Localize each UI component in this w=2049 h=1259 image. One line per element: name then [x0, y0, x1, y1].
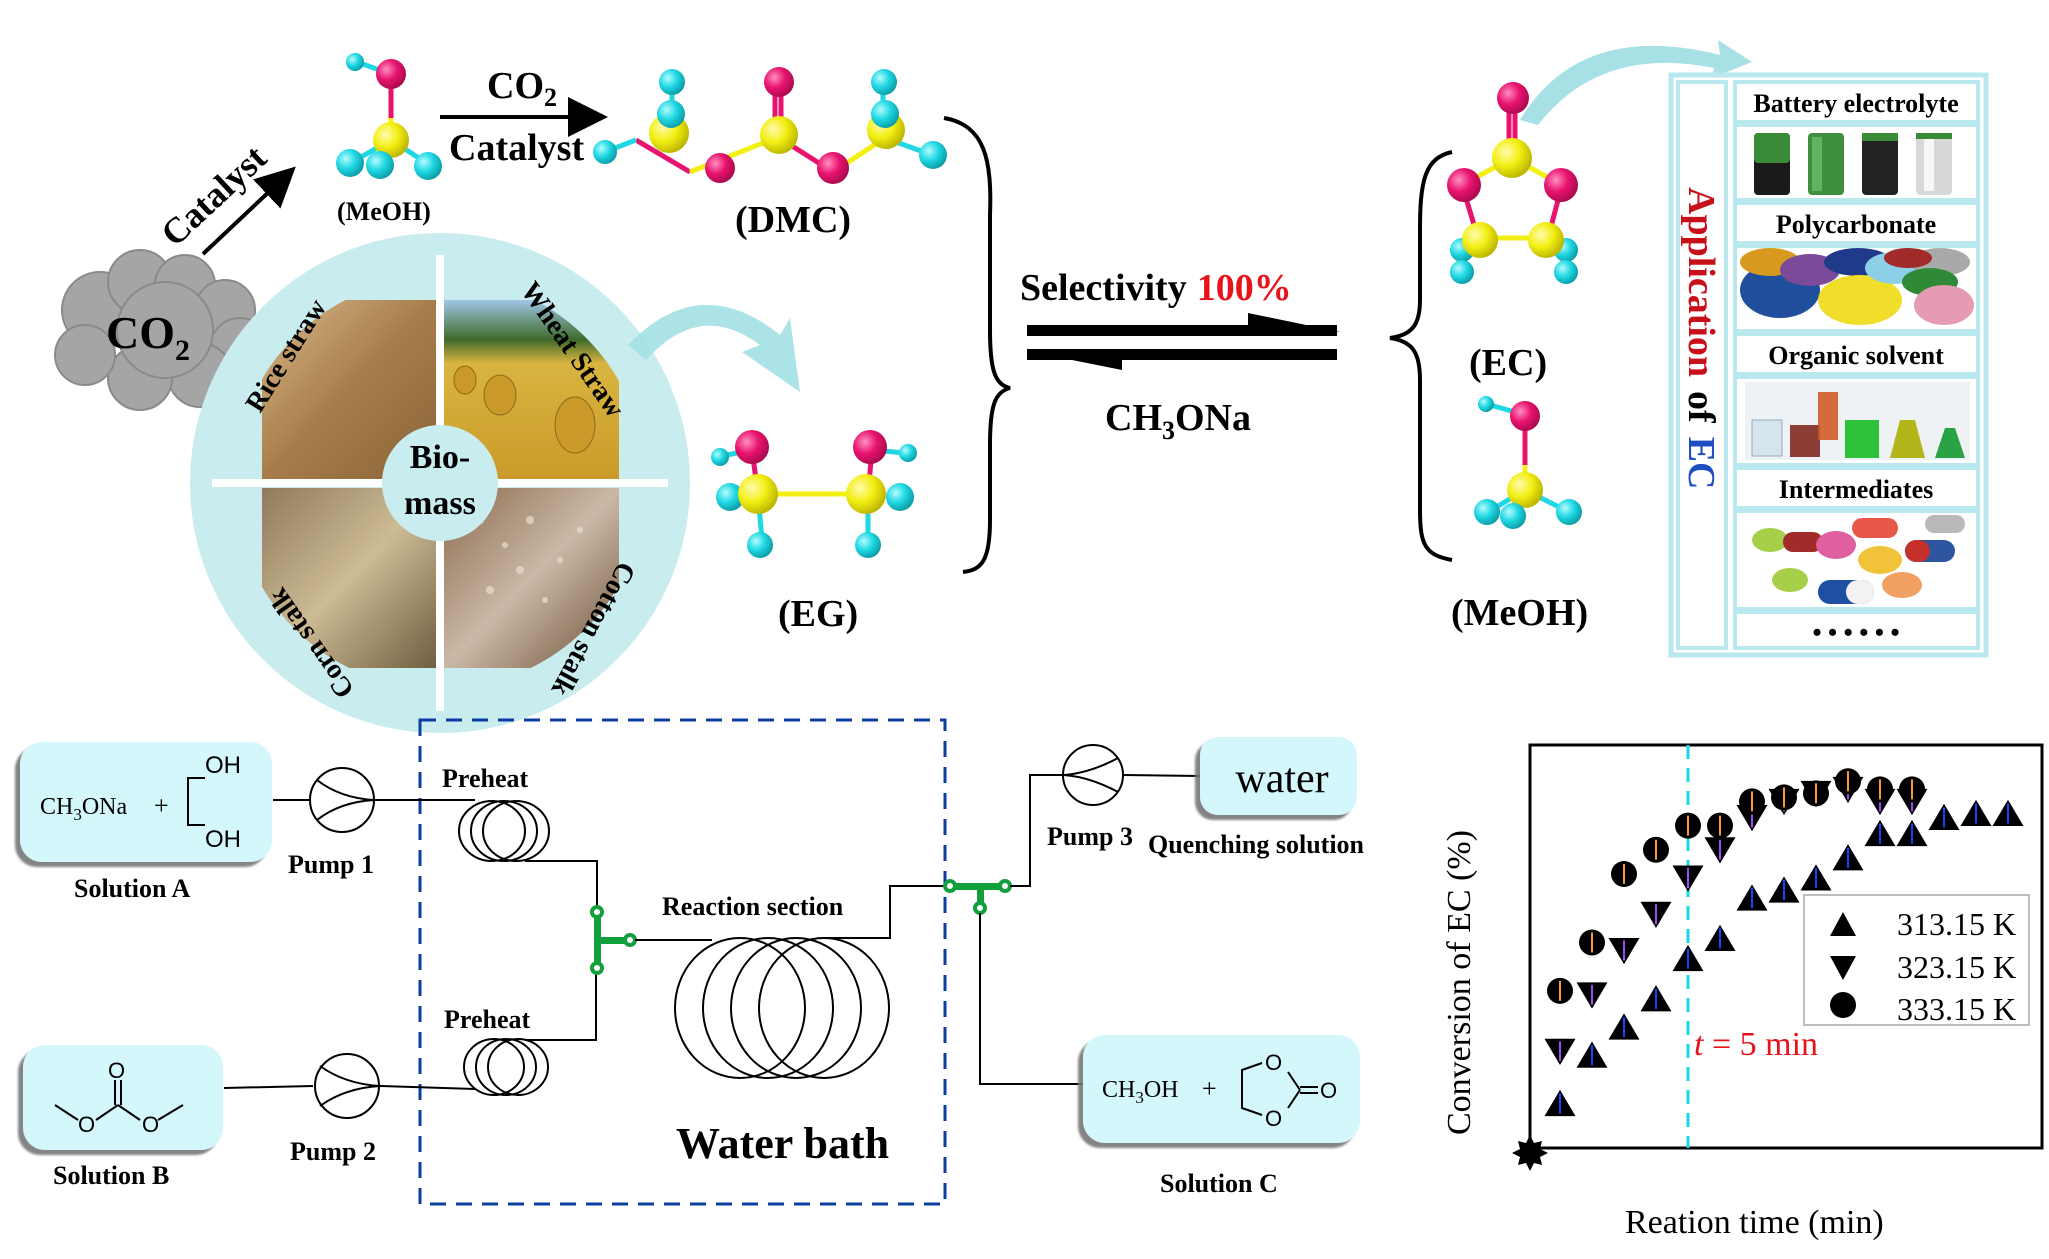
eg-oh-top: OH: [205, 752, 241, 779]
dmc-structure-icon: [54, 1080, 184, 1121]
solution-c-plus: +: [1202, 1074, 1217, 1103]
water-bath-box: [418, 718, 947, 1206]
cloud-co2-label: CO2: [106, 307, 190, 367]
ec-label: (EC): [1469, 342, 1547, 384]
dmc-molecule-icon: [593, 67, 947, 184]
solution-b-label: Solution B: [53, 1161, 169, 1190]
water-bath-label: Water bath: [676, 1119, 889, 1168]
ec-o-bottom: O: [1265, 1106, 1282, 1131]
biomass-wheel: [190, 233, 690, 733]
meoh-top-label: (MeOH): [337, 197, 431, 226]
preheat-bottom-label: Preheat: [444, 1005, 530, 1034]
dmc-label: (DMC): [735, 199, 851, 241]
ec-o-top: O: [1265, 1050, 1282, 1075]
tee-junction-2-icon: [943, 879, 1012, 915]
chart-origin-marker-icon: [1512, 1135, 1548, 1171]
application-vertical-title: ApplicationofEC: [1680, 187, 1722, 490]
ethylene-glycol-structure-icon: [187, 777, 205, 826]
intermediates-pills-image-icon: [1752, 515, 1965, 604]
pump-2-icon: [314, 1053, 381, 1119]
biomass-center-line1: Bio-: [410, 439, 470, 476]
dmc-o-top: O: [108, 1058, 125, 1083]
app-item-battery-electrolyte: Battery electrolyte: [1753, 89, 1958, 118]
pump-3-icon: [1062, 744, 1124, 806]
polycarbonate-pellets-image-icon: [1740, 248, 1974, 325]
solution-b-box: [23, 1045, 223, 1150]
eg-oh-bottom: OH: [205, 826, 241, 853]
left-brace: [943, 116, 1011, 574]
app-ellipsis: • • • • • •: [1812, 618, 1899, 647]
conversion-chart: t = 5 min 313.15 K 323.15 K 333.15 K Con…: [1441, 743, 2044, 1241]
pump-2-label: Pump 2: [290, 1137, 376, 1166]
chart-y-axis-label: Conversion of EC (%): [1441, 830, 1478, 1135]
ec-o-right: O: [1320, 1078, 1337, 1103]
meoh-right-molecule-icon: [1474, 396, 1582, 529]
water-box: [1200, 737, 1357, 815]
legend-label-333: 333.15 K: [1897, 991, 2016, 1027]
catalyst-diagonal-label: Catalyst: [153, 137, 274, 254]
organic-solvent-image-icon: [1745, 382, 1970, 460]
legend-marker-triangle-up: [1830, 912, 1856, 936]
reaction-coil-icon: [674, 937, 890, 1079]
catalyst-ch3ona-label: CH3ONa: [1105, 397, 1251, 445]
solution-a-formula: CH3ONa: [40, 794, 128, 824]
legend-marker-circle: [1830, 992, 1856, 1018]
equilibrium-arrows-icon: [1027, 313, 1340, 370]
tee-junction-1-icon: [590, 905, 637, 975]
biomass-center-line2: mass: [404, 485, 476, 522]
curved-arrow-to-eg-icon: [628, 304, 800, 392]
eg-molecule-icon: [711, 430, 917, 558]
battery-image-icon: [1754, 133, 1952, 195]
quenching-solution-label: Quenching solution: [1148, 830, 1365, 859]
app-item-intermediates: Intermediates: [1779, 475, 1934, 504]
pump-3-label: Pump 3: [1047, 822, 1133, 851]
ethylene-carbonate-structure-icon: [1241, 1062, 1318, 1116]
reaction-section-label: Reaction section: [662, 892, 844, 921]
pump-1-icon: [309, 767, 375, 833]
solution-c-box: [1083, 1035, 1360, 1143]
eg-label: (EG): [778, 593, 858, 635]
solution-a-plus: +: [154, 791, 169, 820]
right-brace: [1389, 150, 1453, 562]
app-item-organic-solvent: Organic solvent: [1768, 341, 1944, 370]
preheat-top-label: Preheat: [442, 764, 528, 793]
app-item-polycarbonate: Polycarbonate: [1776, 210, 1936, 239]
preheat-coil-bottom-icon: [463, 1038, 549, 1096]
water-label: water: [1235, 756, 1328, 802]
arrow-co2-label: CO2: [487, 65, 557, 112]
t5-annotation: t = 5 min: [1694, 1026, 1818, 1063]
chart-x-axis-label: Reation time (min): [1625, 1204, 1884, 1241]
solution-a-box: [20, 742, 272, 862]
arrow-catalyst-label: Catalyst: [449, 127, 584, 169]
pump-1-label: Pump 1: [288, 850, 374, 879]
curved-arrow-to-application-icon: [1520, 40, 1752, 125]
meoh-right-label: (MeOH): [1451, 592, 1588, 634]
solution-c-label: Solution C: [1160, 1169, 1278, 1198]
catalyst-arrow: [201, 166, 296, 256]
solution-a-label: Solution A: [74, 874, 191, 903]
legend-marker-triangle-down: [1830, 956, 1856, 980]
dmc-o-right: O: [142, 1112, 159, 1137]
ec-molecule-icon: [1447, 82, 1578, 284]
preheat-coil-top-icon: [458, 800, 550, 862]
chart-legend: 313.15 K 323.15 K 333.15 K: [1803, 894, 2030, 1027]
legend-label-313: 313.15 K: [1897, 906, 2016, 942]
dmc-o-left: O: [78, 1112, 95, 1137]
meoh-molecule-icon: [336, 53, 442, 180]
solution-c-formula: CH3OH: [1102, 1077, 1179, 1107]
legend-label-323: 323.15 K: [1897, 949, 2016, 985]
